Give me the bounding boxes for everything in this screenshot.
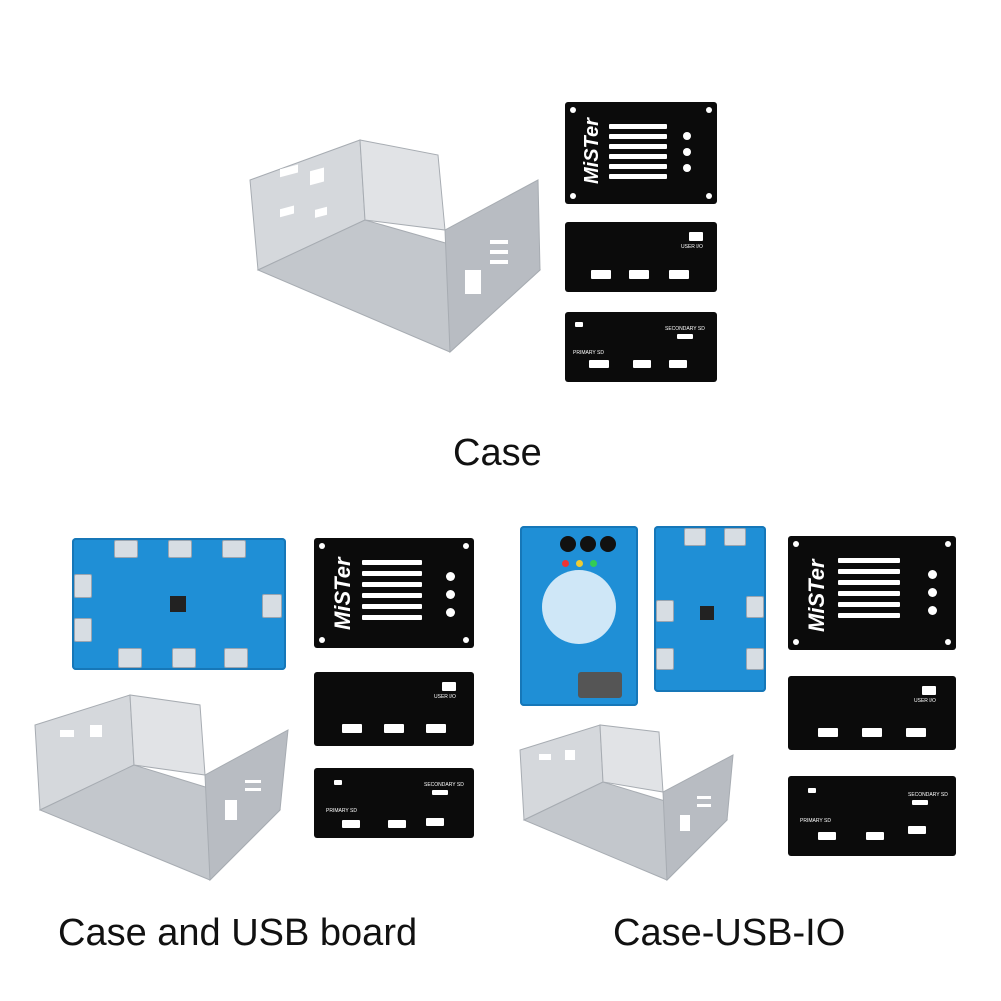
- mister-logo: MiSTer: [330, 557, 355, 630]
- case-metal-image-top: [249, 139, 541, 354]
- caption-case: Case: [453, 432, 542, 474]
- right-front-panel: MiSTer: [788, 536, 956, 650]
- primary-sd-label: PRIMARY SD: [326, 808, 357, 814]
- case-metal-image-right: [519, 724, 734, 882]
- top-front-panel: MiSTer: [565, 102, 717, 204]
- left-front-panel: MiSTer: [314, 538, 474, 648]
- left-usb-panel: USER I/O: [314, 672, 474, 746]
- right-usb-panel: USER I/O: [788, 676, 956, 750]
- user-io-label: USER I/O: [434, 694, 456, 700]
- primary-sd-label: PRIMARY SD: [573, 350, 604, 356]
- mister-logo: MiSTer: [581, 118, 603, 184]
- case-metal-image-left: [34, 694, 289, 882]
- user-io-label: USER I/O: [914, 698, 936, 704]
- mister-logo: MiSTer: [804, 559, 829, 632]
- user-io-label: USER I/O: [681, 244, 703, 250]
- secondary-sd-label: SECONDARY SD: [665, 326, 705, 332]
- io-board-image: [520, 526, 638, 706]
- right-sd-panel: SECONDARY SD PRIMARY SD: [788, 776, 956, 856]
- secondary-sd-label: SECONDARY SD: [908, 792, 948, 798]
- top-usb-panel: USER I/O: [565, 222, 717, 292]
- caption-case-usb-io: Case-USB-IO: [613, 912, 846, 954]
- usb-board-image-left: [72, 538, 286, 670]
- caption-case-usb: Case and USB board: [58, 912, 418, 954]
- usb-board-image-right: [654, 526, 766, 692]
- primary-sd-label: PRIMARY SD: [800, 818, 831, 824]
- secondary-sd-label: SECONDARY SD: [424, 782, 464, 788]
- left-sd-panel: SECONDARY SD PRIMARY SD: [314, 768, 474, 838]
- top-sd-panel: SECONDARY SD PRIMARY SD: [565, 312, 717, 382]
